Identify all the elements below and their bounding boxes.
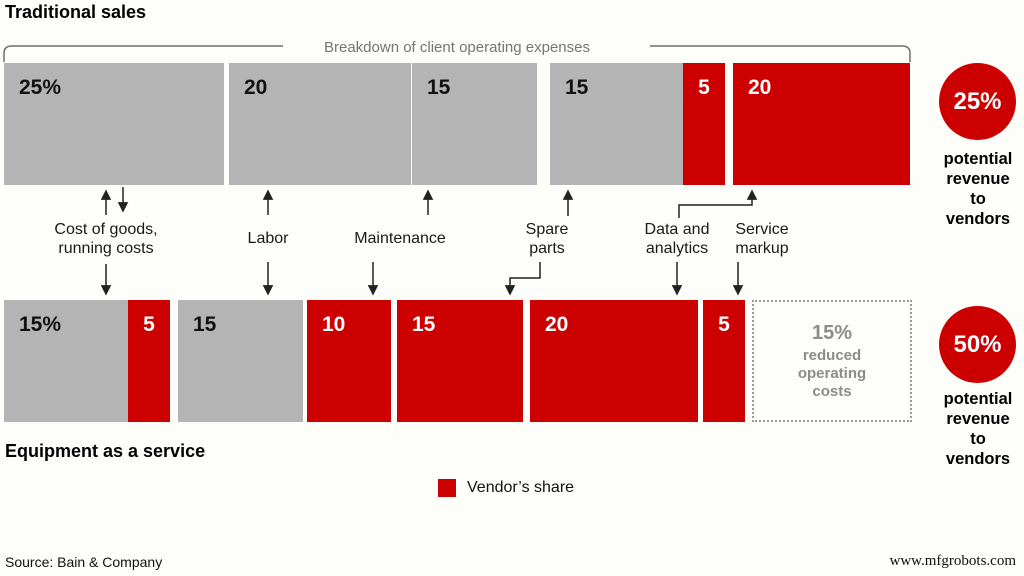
bar-traditional-spare-parts: 15	[550, 63, 683, 185]
bar-value: 15	[427, 76, 451, 99]
vendor-share-caption-eaas: potential revenue to vendors	[943, 390, 1013, 468]
label-maintenance: Maintenance	[354, 230, 446, 247]
legend: Vendor’s share	[438, 479, 574, 497]
bar-value: 5	[143, 313, 155, 336]
bar-value: 15	[565, 76, 589, 99]
bar-value: 5	[698, 76, 710, 99]
bar-value: 25%	[19, 76, 62, 99]
bar-eaas-spare-parts: 15	[397, 300, 523, 422]
bar-traditional-spare-parts-vendor: 5	[683, 63, 725, 185]
vendor-share-circle-traditional: 25%	[939, 63, 1016, 140]
vendor-share-circle-eaas: 50%	[939, 306, 1016, 383]
vendor-share-swatch-icon	[438, 479, 456, 497]
bar-traditional-cost-of-goods: 25%	[4, 63, 224, 185]
label-cost-of-goods: Cost of goods, running costs	[54, 221, 158, 257]
bar-value: 15	[412, 313, 436, 336]
reduced-costs-caption: reduced operating costs	[797, 346, 867, 400]
vendor-share-value: 50%	[953, 330, 1002, 358]
bar-eaas-reduced-operating-costs: 15% reduced operating costs	[752, 300, 912, 422]
bar-value: 20	[748, 76, 772, 99]
bar-eaas-service-markup: 5	[703, 300, 745, 422]
bar-traditional-maintenance: 15	[412, 63, 537, 185]
bar-value: 20	[545, 313, 569, 336]
bar-eaas-cost-of-goods-vendor: 5	[128, 300, 170, 422]
label-service-markup: Service markup	[735, 221, 789, 257]
bar-value: 10	[322, 313, 346, 336]
bar-eaas-cost-of-goods: 15%	[4, 300, 128, 422]
bar-eaas-maintenance: 10	[307, 300, 391, 422]
bracket-label: Breakdown of client operating expenses	[323, 39, 591, 56]
label-data-and-analytics: Data and analytics	[644, 221, 710, 257]
label-spare-parts: Spare parts	[525, 221, 569, 257]
bar-traditional-labor: 20	[229, 63, 411, 185]
bar-value: 15%	[19, 313, 62, 336]
bar-eaas-data-and-analytics: 20	[530, 300, 698, 422]
bar-eaas-labor: 15	[178, 300, 303, 422]
bar-value: 20	[244, 76, 268, 99]
bar-value: 15	[193, 313, 217, 336]
watermark: www.mfgrobots.com	[889, 553, 1016, 569]
bar-traditional-service-markup: 20	[733, 63, 910, 185]
bar-value: 15%	[811, 321, 853, 344]
vendor-share-value: 25%	[953, 87, 1002, 115]
bar-value: 5	[718, 313, 730, 336]
legend-label: Vendor’s share	[467, 479, 575, 496]
vendor-share-caption-traditional: potential revenue to vendors	[943, 150, 1013, 228]
source-credit: Source: Bain & Company	[5, 554, 163, 570]
label-labor: Labor	[247, 230, 289, 247]
title-equipment-as-a-service: Equipment as a service	[5, 441, 206, 461]
title-traditional-sales: Traditional sales	[5, 2, 147, 22]
